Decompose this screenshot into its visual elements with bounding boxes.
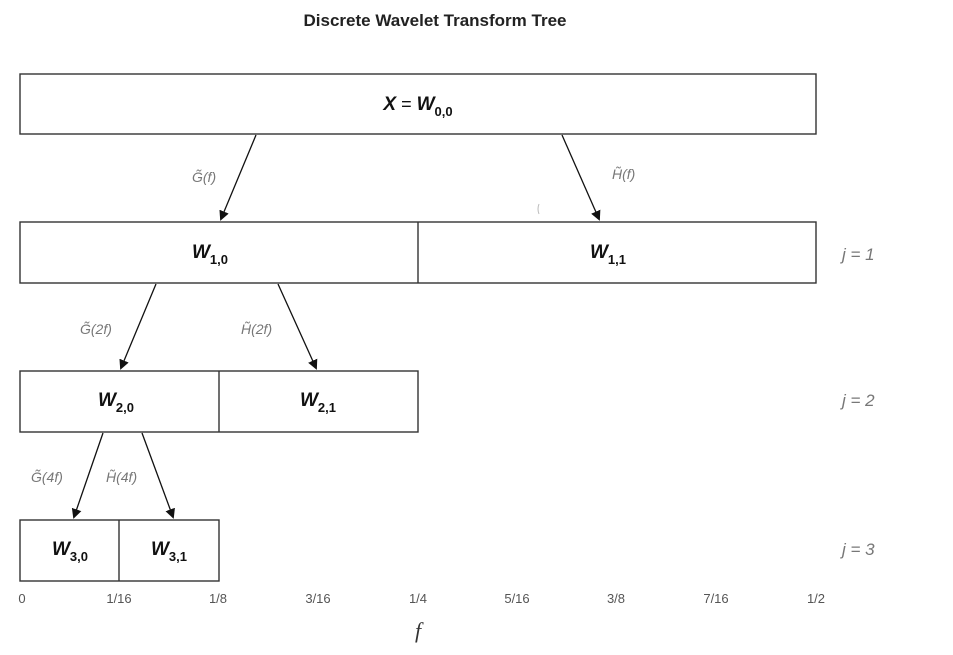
tick-label: 1/16 — [106, 591, 131, 606]
level-2: W2,0 W2,1 j = 2 — [19, 370, 875, 433]
node-w30-label: W3,0 — [52, 539, 88, 564]
node-w00-label: X = W0,0 — [382, 94, 452, 119]
node-w31-main: W — [151, 539, 171, 560]
edge-g-4f-arrow — [71, 432, 104, 519]
node-w00-main: W — [417, 94, 437, 115]
edge-g-2f-arrow — [119, 283, 157, 370]
edge-label-h-4f: H̃(4f) — [106, 469, 137, 485]
tick-label: 5/16 — [504, 591, 529, 606]
tick-label: 1/2 — [807, 591, 825, 606]
node-w31-label: W3,1 — [151, 539, 187, 564]
tick-label: 0 — [18, 591, 25, 606]
tick-label: 1/8 — [209, 591, 227, 606]
tick-label: 3/16 — [305, 591, 330, 606]
node-w00-box — [19, 73, 817, 135]
node-w20-main: W — [98, 390, 118, 411]
level-3-label: j = 3 — [840, 540, 875, 559]
node-w00-lhs: X — [382, 94, 397, 115]
node-w21-label: W2,1 — [300, 390, 336, 415]
frequency-axis: 0 1/16 1/8 3/16 1/4 5/16 3/8 7/16 1/2 f — [18, 591, 825, 643]
stray-mark — [537, 203, 540, 215]
diagram-title: Discrete Wavelet Transform Tree — [304, 11, 567, 30]
edge-label-h-f: H̃(f) — [612, 166, 635, 182]
node-w10-main: W — [192, 242, 212, 263]
node-w30-main: W — [52, 539, 72, 560]
node-w10-label: W1,0 — [192, 242, 228, 267]
node-w10-sub: 1,0 — [210, 252, 228, 267]
edge-label-h-2f: H̃(2f) — [241, 321, 272, 337]
tick-label: 3/8 — [607, 591, 625, 606]
edge-label-g-2f: G̃(2f) — [80, 321, 112, 337]
edge-h-f-arrow — [561, 134, 601, 221]
edge-h-4f-arrow — [141, 432, 175, 519]
node-w30-sub: 3,0 — [70, 549, 88, 564]
level-1: W1,0 W1,1 j = 1 — [19, 221, 875, 284]
node-w00: X = W0,0 — [19, 73, 817, 135]
node-w11-sub: 1,1 — [608, 252, 626, 267]
edge-g-f-arrow — [219, 134, 257, 221]
level-1-label: j = 1 — [840, 245, 875, 264]
node-w20-sub: 2,0 — [116, 400, 134, 415]
node-w00-eq: = — [396, 94, 417, 114]
tick-label: 1/4 — [409, 591, 427, 606]
edge-h-2f-arrow — [277, 283, 318, 370]
node-w31-sub: 3,1 — [169, 549, 187, 564]
node-w20-label: W2,0 — [98, 390, 134, 415]
level-3: W3,0 W3,1 j = 3 — [19, 519, 875, 582]
node-w21-main: W — [300, 390, 320, 411]
tick-label: 7/16 — [703, 591, 728, 606]
axis-label-f: f — [415, 618, 424, 643]
edge-label-g-4f: G̃(4f) — [31, 469, 63, 485]
node-w21-sub: 2,1 — [318, 400, 336, 415]
node-w00-sub: 0,0 — [435, 104, 453, 119]
edge-label-g-f: G̃(f) — [192, 169, 216, 185]
node-w11-main: W — [590, 242, 610, 263]
level-2-label: j = 2 — [840, 391, 875, 410]
node-w11-label: W1,1 — [590, 242, 626, 267]
